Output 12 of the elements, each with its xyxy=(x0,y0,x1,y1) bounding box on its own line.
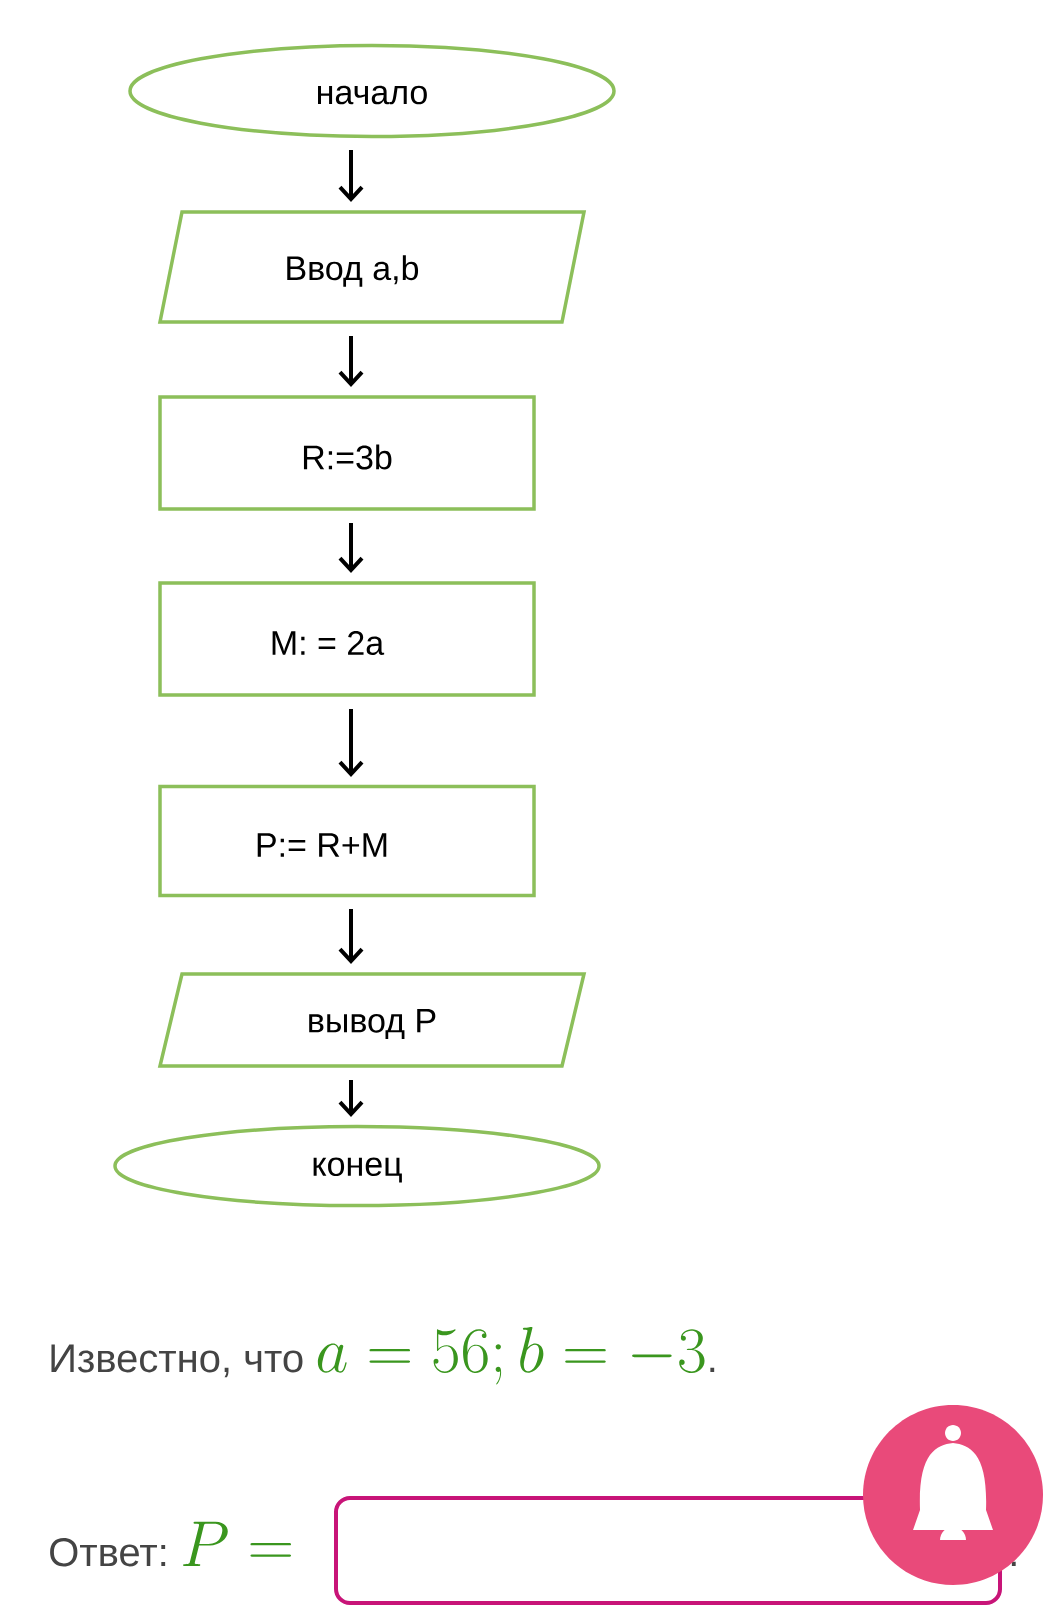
arrow xyxy=(338,150,364,202)
arrow xyxy=(338,336,364,387)
process-box: P:= R+M xyxy=(158,784,536,898)
arrow xyxy=(338,523,364,573)
process-box: M: = 2a xyxy=(158,581,536,697)
arrow xyxy=(338,709,364,777)
answer-label: Ответ: $P=$ xyxy=(50,1521,292,1567)
statement-text: Известно, что $a=56; b=-3$. xyxy=(51,1327,715,1385)
punctuation: . xyxy=(1011,1561,1016,1566)
arrow xyxy=(338,1080,364,1117)
arrow xyxy=(338,909,364,964)
process-box: R:=3b xyxy=(158,395,536,511)
